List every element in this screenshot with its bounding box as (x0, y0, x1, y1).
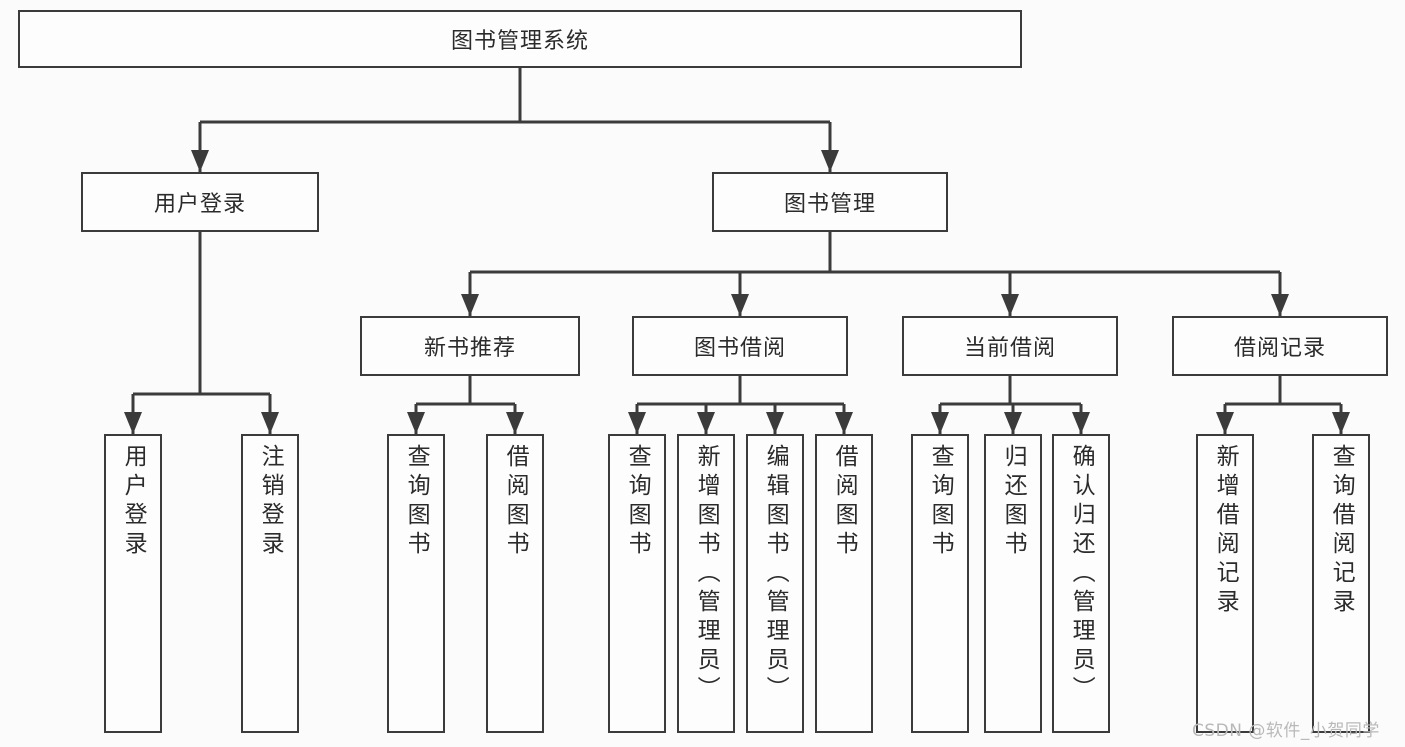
node-label-leaf-borrow-book-2: 借阅图书 (831, 444, 858, 560)
node-label-book-borrow: 图书借阅 (693, 336, 786, 361)
arrowhead-leaf-query-book-3 (931, 412, 949, 434)
node-label-leaf-query-record: 查询借阅记录 (1328, 444, 1355, 618)
node-label-leaf-query-book-3: 查询图书 (927, 444, 954, 560)
node-label-current-borrow: 当前借阅 (963, 336, 1056, 361)
node-leaf-add-book[interactable]: 新增图书（管理员） (677, 434, 735, 733)
arrowhead-leaf-user-logout (261, 412, 279, 434)
node-leaf-add-record[interactable]: 新增借阅记录 (1196, 434, 1254, 733)
arrowhead-leaf-query-book-1 (407, 412, 425, 434)
node-leaf-query-book-3[interactable]: 查询图书 (911, 434, 969, 733)
node-label-leaf-add-book: 新增图书（管理员） (693, 444, 720, 705)
arrowhead-leaf-borrow-book-2 (835, 412, 853, 434)
node-book-borrow[interactable]: 图书借阅 (632, 316, 848, 376)
node-leaf-query-book-2[interactable]: 查询图书 (608, 434, 666, 733)
arrowhead-leaf-confirm-return (1072, 412, 1090, 434)
arrowhead-user-login (191, 150, 209, 172)
node-leaf-confirm-return[interactable]: 确认归还（管理员） (1052, 434, 1110, 733)
arrowhead-leaf-add-record (1216, 412, 1234, 434)
arrowhead-book-borrow (731, 294, 749, 316)
arrowhead-leaf-query-record (1332, 412, 1350, 434)
node-borrow-record[interactable]: 借阅记录 (1172, 316, 1388, 376)
node-label-root: 图书管理系统 (450, 29, 589, 54)
node-current-borrow[interactable]: 当前借阅 (902, 316, 1118, 376)
node-leaf-user-logout[interactable]: 注销登录 (241, 434, 299, 733)
arrowhead-leaf-query-book-2 (628, 412, 646, 434)
node-label-leaf-user-login: 用户登录 (120, 444, 147, 560)
arrowhead-leaf-edit-book (766, 412, 784, 434)
node-root[interactable]: 图书管理系统 (18, 10, 1022, 68)
node-leaf-query-book-1[interactable]: 查询图书 (387, 434, 445, 733)
node-label-new-book-recommend: 新书推荐 (423, 336, 516, 361)
node-user-login[interactable]: 用户登录 (81, 172, 319, 232)
node-label-borrow-record: 借阅记录 (1233, 336, 1326, 361)
node-leaf-return-book[interactable]: 归还图书 (984, 434, 1042, 733)
node-label-leaf-query-book-2: 查询图书 (624, 444, 651, 560)
node-label-leaf-edit-book: 编辑图书（管理员） (762, 444, 789, 705)
node-leaf-edit-book[interactable]: 编辑图书（管理员） (746, 434, 804, 733)
node-book-manage[interactable]: 图书管理 (712, 172, 948, 232)
node-leaf-borrow-book-2[interactable]: 借阅图书 (815, 434, 873, 733)
node-leaf-query-record[interactable]: 查询借阅记录 (1312, 434, 1370, 733)
arrowhead-current-borrow (1001, 294, 1019, 316)
node-label-leaf-query-book-1: 查询图书 (403, 444, 430, 560)
node-label-user-login: 用户登录 (153, 192, 246, 217)
arrowhead-book-manage (821, 150, 839, 172)
node-leaf-user-login[interactable]: 用户登录 (104, 434, 162, 733)
arrowhead-leaf-user-login (124, 412, 142, 434)
node-label-leaf-add-record: 新增借阅记录 (1212, 444, 1239, 618)
arrowhead-new-book-recommend (461, 294, 479, 316)
node-label-leaf-confirm-return: 确认归还（管理员） (1068, 444, 1095, 705)
arrowhead-leaf-add-book (697, 412, 715, 434)
node-leaf-borrow-book-1[interactable]: 借阅图书 (486, 434, 544, 733)
arrowhead-leaf-return-book (1004, 412, 1022, 434)
node-label-book-manage: 图书管理 (783, 192, 876, 217)
node-label-leaf-return-book: 归还图书 (1000, 444, 1027, 560)
node-label-leaf-user-logout: 注销登录 (257, 444, 284, 560)
arrowhead-borrow-record (1271, 294, 1289, 316)
node-label-leaf-borrow-book-1: 借阅图书 (502, 444, 529, 560)
node-new-book-recommend[interactable]: 新书推荐 (360, 316, 580, 376)
arrowhead-leaf-borrow-book-1 (506, 412, 524, 434)
